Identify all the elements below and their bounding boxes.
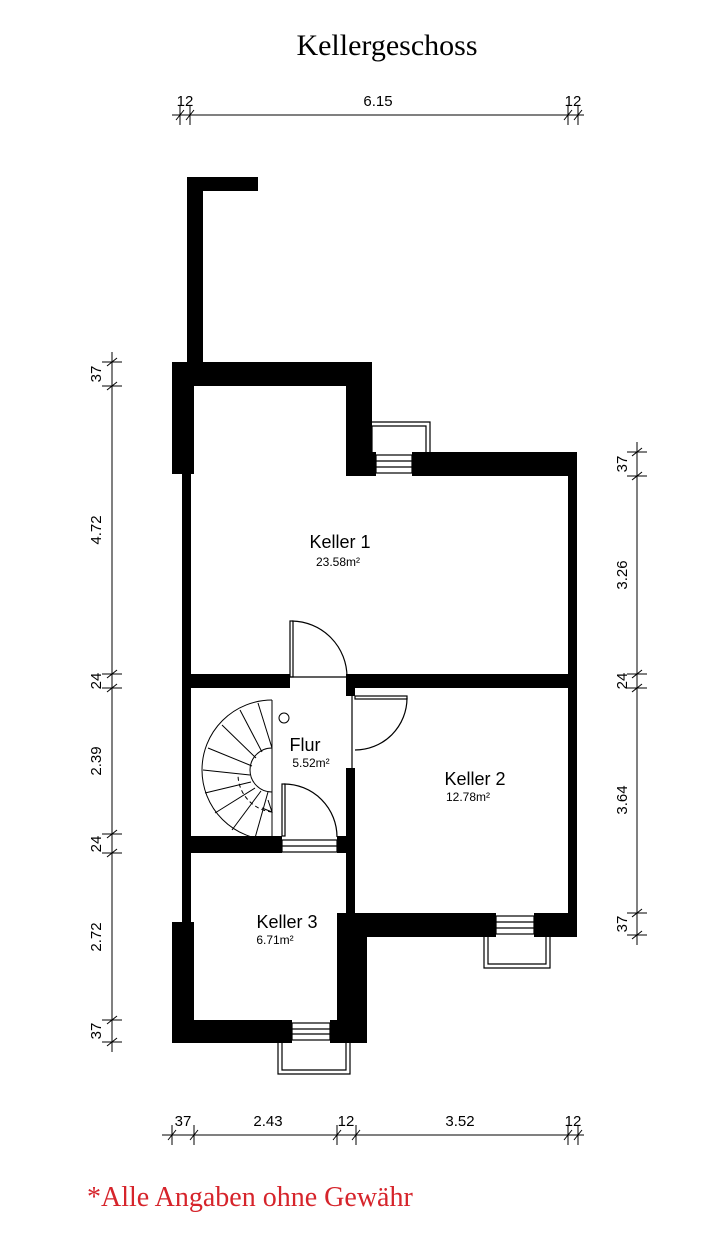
- dimension-line-bottom: [162, 1125, 584, 1145]
- dim-left-3: 24: [88, 673, 105, 690]
- dim-bottom-4: 3.52: [445, 1113, 474, 1130]
- room-label-keller-2: Keller 2 12.78m²: [444, 769, 505, 804]
- dimension-line-right: [627, 442, 647, 945]
- dim-bottom-5: 12: [565, 1113, 582, 1130]
- dim-right-1: 37: [614, 456, 631, 473]
- dimension-line-left: [102, 352, 122, 1052]
- dim-right-2: 3.26: [614, 560, 631, 589]
- room-label-keller-3: Keller 3 6.71m²: [256, 912, 317, 947]
- room-area: 6.71m²: [256, 933, 293, 947]
- room-area: 5.52m²: [292, 756, 329, 770]
- dim-right-5: 37: [614, 916, 631, 933]
- dim-bottom-3: 12: [338, 1113, 355, 1130]
- room-label-keller-1: Keller 1 23.58m²: [309, 532, 370, 569]
- door-keller-2: [351, 695, 408, 768]
- dim-bottom-2: 2.43: [253, 1113, 282, 1130]
- dim-left-5: 24: [88, 836, 105, 853]
- door-keller-1: [289, 620, 348, 678]
- dim-right-4: 3.64: [614, 785, 631, 814]
- room-name: Keller 2: [444, 769, 505, 789]
- walls: [172, 177, 577, 1043]
- room-name: Keller 1: [309, 532, 370, 552]
- window-keller-1: [367, 421, 431, 474]
- plan-title: Kellergeschoss: [296, 29, 477, 62]
- dim-left-2: 4.72: [88, 515, 105, 544]
- room-name: Keller 3: [256, 912, 317, 932]
- room-area: 12.78m²: [446, 790, 490, 804]
- dim-bottom-1: 37: [175, 1113, 192, 1130]
- room-label-flur: Flur 5.52m²: [290, 735, 330, 770]
- dim-left-6: 2.72: [88, 922, 105, 951]
- dim-left-1: 37: [88, 366, 105, 383]
- dimension-line-top: [172, 105, 584, 125]
- window-keller-3: [277, 1022, 351, 1075]
- disclaimer: *Alle Angaben ohne Gewähr: [87, 1182, 413, 1213]
- dim-right-3: 24: [614, 673, 631, 690]
- spiral-staircase: [201, 699, 290, 841]
- window-keller-2: [483, 915, 551, 969]
- dim-top-2: 6.15: [363, 93, 392, 110]
- room-area: 23.58m²: [316, 555, 360, 569]
- dim-left-4: 2.39: [88, 746, 105, 775]
- door-keller-3: [281, 783, 338, 853]
- dim-top-3: 12: [565, 93, 582, 110]
- dim-left-7: 37: [88, 1023, 105, 1040]
- room-name: Flur: [290, 735, 321, 755]
- dim-top-1: 12: [177, 93, 194, 110]
